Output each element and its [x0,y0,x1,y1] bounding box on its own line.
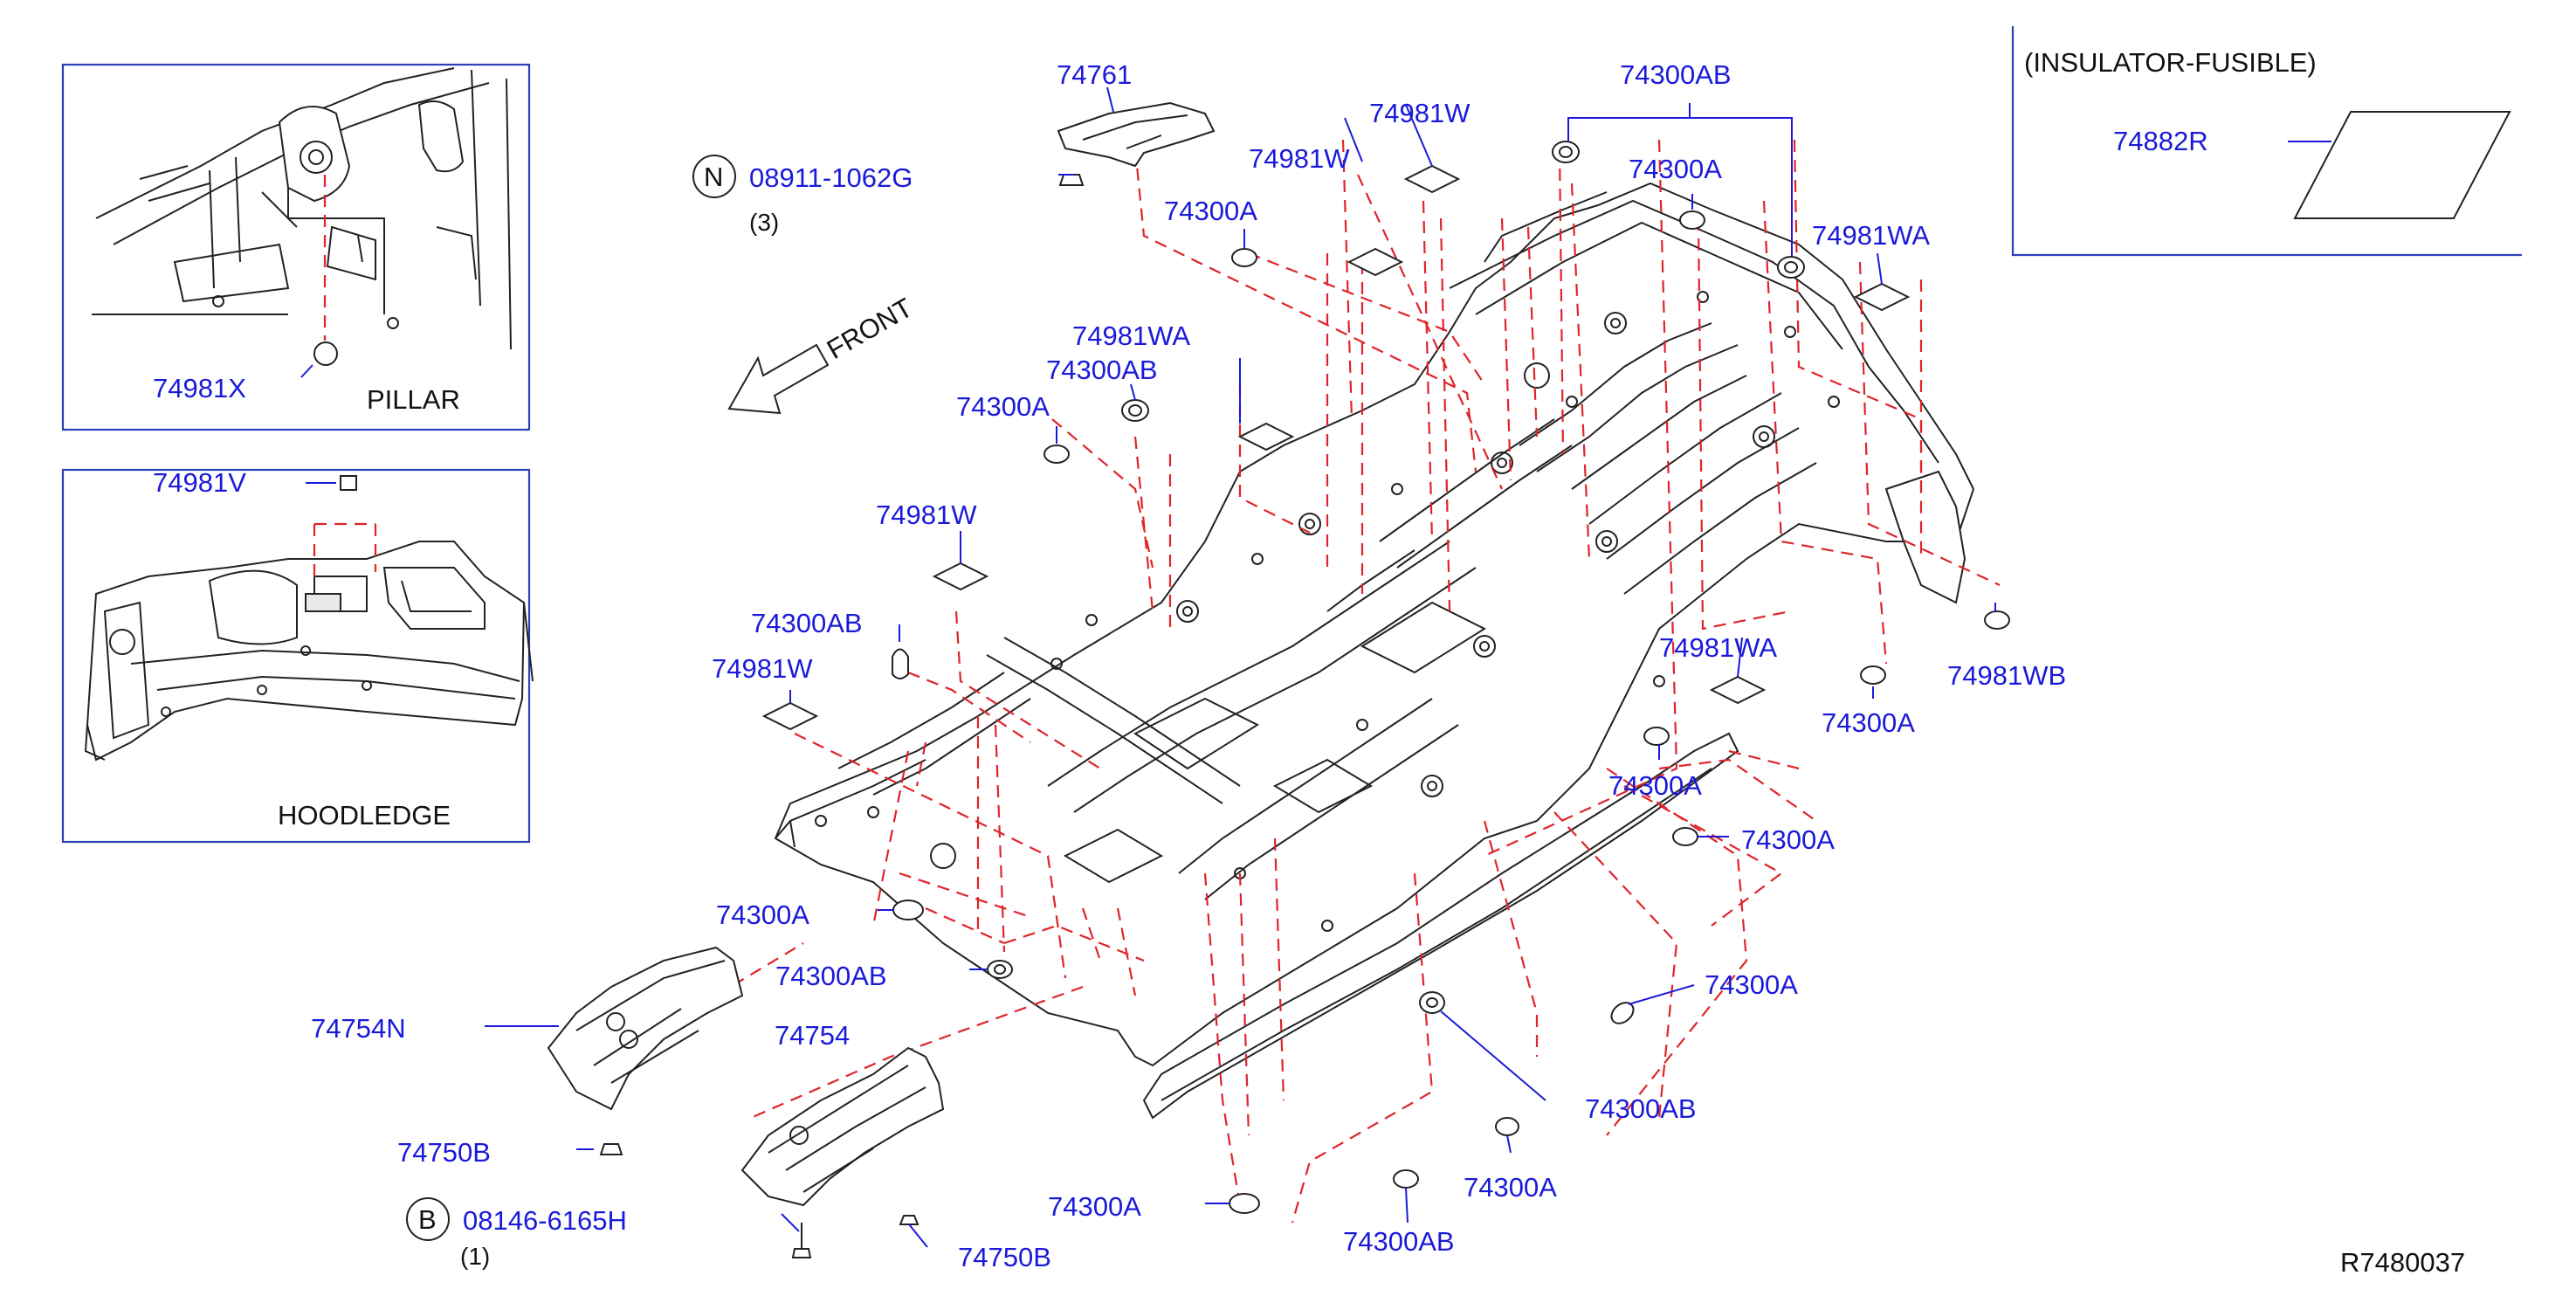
part-label-74300A-7: 74300A [1705,969,1798,1000]
part-label-74300A-1: 74300A [1629,154,1722,184]
bolt-symbol-letter: B [418,1204,437,1235]
plug-74300A-top [1679,210,1705,230]
part-label-74981V: 74981V [153,467,246,498]
nut-symbol-icon [692,155,736,198]
nut-graphic [1058,174,1085,186]
nut-part-number: 08911-1062G [749,162,913,193]
front-direction-label: FRONT [822,292,918,365]
part-label-74300A-10: 74300A [1464,1172,1557,1203]
floor-panel-illustration [774,182,1975,1120]
part-label-74981W-1: 74981W [1369,98,1471,128]
fasteners-graphics [547,101,2010,1258]
installation-lines [715,139,2001,1224]
part-label-74882R: 74882R [2113,126,2208,156]
part-label-74981WB: 74981WB [1947,660,2066,691]
part-label-74300A-3: 74300A [956,391,1050,422]
heat-insulator-74754N [547,946,744,1111]
insulator-inset-title: (INSULATOR-FUSIBLE) [2024,47,2317,78]
part-label-74754: 74754 [775,1020,850,1051]
part-label-74300AB-6: 74300AB [1343,1226,1455,1257]
part-label-74300AB-5: 74300AB [775,961,887,991]
bolt-quantity: (1) [460,1243,490,1270]
bolt-symbol-icon [406,1197,450,1241]
rocker-sill [1142,732,1739,1120]
leader-74981X [300,364,313,378]
pillar-inset-frame [61,63,531,431]
bolt-callout: B 08146-6165H (1) [406,1197,627,1270]
part-label-74750B-2: 74750B [958,1242,1051,1272]
grommet-74300AB-top [1552,141,1580,163]
part-label-74300AB-2: 74300AB [1046,355,1158,385]
nut-callout: N 08911-1062G (3) [692,155,913,236]
front-arrow-icon: FRONT [727,292,918,415]
part-label-74750B-1: 74750B [397,1137,491,1168]
bolt-part-number: 08146-6165H [463,1205,627,1236]
pillar-inset: 74981X PILLAR [61,63,531,431]
insulator-sheet [2293,111,2511,219]
floor-holes [815,291,1840,932]
part-label-74761: 74761 [1057,59,1132,90]
part-label-74300A-2: 74300A [1164,196,1257,226]
insulator-inset: (INSULATOR-FUSIBLE) 74882R [2011,26,2522,257]
heat-insulator-74754 [740,1046,945,1207]
insulator-inset-frame [2011,26,2522,257]
part-label-74300A-5: 74300A [1608,770,1702,801]
part-label-74300AB-3: 74300AB [751,608,863,638]
part-label-74981X: 74981X [153,373,246,403]
part-label-74981W-2: 74981W [1249,143,1350,174]
heat-shield-74761 [1057,101,1216,168]
part-label-74300AB-top: 74300AB [1620,59,1732,90]
part-label-74300A-4: 74300A [1822,707,1915,738]
part-label-74300A-6: 74300A [1741,824,1835,855]
hoodledge-illustration [84,475,534,762]
diagram-code: R7480037 [2340,1247,2465,1278]
floor-outline [774,182,1975,1067]
part-label-74981WA-2: 74981WA [1072,321,1190,351]
part-label-74300A-9: 74300A [1048,1191,1141,1222]
part-label-74981WA-1: 74981WA [1812,220,1930,251]
part-label-74754N: 74754N [311,1013,406,1044]
hoodledge-inset: 74981V HOODLEDGE [61,467,534,844]
part-label-74300A-8: 74300A [716,900,809,930]
pillar-illustration [92,67,512,366]
leader-lines [485,86,1996,1248]
nut-symbol-letter: N [704,162,723,192]
hoodledge-inset-title: HOODLEDGE [278,800,451,831]
nut-quantity: (3) [749,209,779,236]
part-label-74981WA-3: 74981WA [1659,632,1777,663]
part-labels: 74761 74300AB 74981W 74981W 74300A 74300… [311,59,2066,1272]
part-label-74981W-3: 74981W [876,500,977,530]
part-label-74300AB-4: 74300AB [1585,1093,1697,1124]
pillar-inset-title: PILLAR [367,384,460,415]
part-label-74981W-4: 74981W [712,653,813,684]
